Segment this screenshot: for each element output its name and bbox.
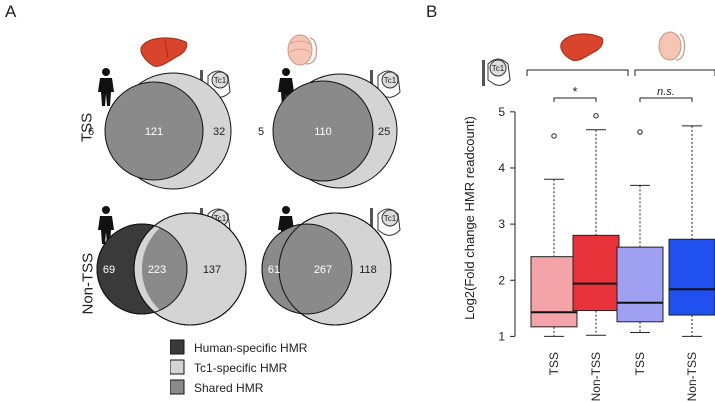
- box-1: [530, 133, 578, 337]
- legend-item-human: Human-specific HMR: [170, 339, 308, 355]
- box-3: [616, 129, 664, 333]
- y-axis: 1 2 3 4 5: [498, 105, 516, 343]
- svg-text:Shared HMR: Shared HMR: [194, 381, 264, 395]
- svg-text:Human-specific HMR: Human-specific HMR: [194, 341, 308, 355]
- box-plot: Tc1 * n.s. Log2(Fold change HMR readcoun…: [462, 31, 715, 401]
- svg-text:Tc1: Tc1: [492, 64, 505, 73]
- testis-icon: [287, 34, 317, 66]
- tc1-tag: Tc1: [384, 76, 397, 85]
- x-tick-label: Non-TSS: [589, 352, 603, 401]
- venn-tc1-count: 137: [203, 264, 221, 276]
- significance-star: *: [572, 84, 577, 99]
- venn-tc1-count: 32: [213, 126, 225, 138]
- bracket-testis: [634, 69, 715, 76]
- significance-liver: *: [553, 84, 597, 102]
- boxes: [530, 113, 715, 337]
- testis-icon: [658, 31, 686, 61]
- tc1-tag: Tc1: [384, 214, 397, 223]
- tc1-mouse-icon: Tc1: [370, 208, 401, 238]
- legend-item-shared: Shared HMR: [170, 379, 264, 395]
- venn-panel: Tc1 Tc1 Tc1 Tc1 6 121 32: [88, 34, 401, 326]
- venn-tc1-count: 118: [359, 264, 377, 276]
- tc1-mouse-icon: Tc1: [370, 70, 401, 100]
- y-tick-label: 5: [498, 105, 505, 119]
- y-tick-label: 4: [498, 161, 505, 175]
- box-4: [668, 125, 715, 337]
- y-tick-label: 1: [498, 329, 505, 343]
- y-axis-label: Log2(Fold change HMR readcount): [462, 116, 477, 320]
- box-iqr: [530, 256, 578, 328]
- y-tick-label: 3: [498, 217, 505, 231]
- significance-ns: n.s.: [657, 86, 675, 98]
- outlier-point: [637, 129, 643, 135]
- venn-nontss-testis: 61 267 118: [261, 212, 392, 326]
- box-iqr: [616, 246, 664, 323]
- venn-human-count: 5: [258, 126, 264, 138]
- svg-text:Tc1-specific HMR: Tc1-specific HMR: [194, 361, 288, 375]
- tc1-tag: Tc1: [214, 76, 227, 85]
- box-iqr: [668, 238, 715, 316]
- y-tick-label: 2: [498, 273, 505, 287]
- venn-human-count: 69: [103, 264, 115, 276]
- venn-nontss-liver: 69 223 137: [96, 212, 247, 326]
- bracket-liver: [526, 69, 629, 76]
- tc1-mouse-icon: Tc1: [482, 58, 511, 86]
- tc1-tag: Tc1: [214, 214, 227, 223]
- venn-shared-count: 223: [148, 264, 166, 276]
- panel-b-label: B: [426, 2, 438, 21]
- venn-tc1-count: 25: [378, 126, 390, 138]
- venn-tss-testis: 5 110 25: [258, 73, 398, 189]
- x-axis-labels: TSS Non-TSS TSS Non-TSS: [547, 352, 699, 401]
- liver-icon: [140, 37, 188, 67]
- venn-tss-liver: 6 121 32: [88, 72, 232, 190]
- significance-testis: n.s.: [639, 86, 693, 102]
- venn-shared-count: 267: [314, 264, 332, 276]
- box-iqr: [572, 234, 620, 312]
- outlier-point: [593, 113, 599, 119]
- panel-a-label: A: [5, 2, 17, 21]
- venn-shared-count: 121: [145, 126, 163, 138]
- venn-human-count: 61: [268, 264, 280, 276]
- human-silhouette-icon: [98, 68, 114, 106]
- legend: Human-specific HMR Tc1-specific HMR Shar…: [170, 339, 308, 395]
- venn-shared-count: 110: [314, 126, 332, 138]
- liver-icon: [560, 33, 604, 61]
- x-tick-label: TSS: [633, 352, 647, 375]
- x-tick-label: TSS: [547, 352, 561, 375]
- outlier-point: [551, 133, 557, 139]
- box-2: [572, 113, 620, 336]
- x-tick-label: Non-TSS: [685, 352, 699, 401]
- legend-item-tc1: Tc1-specific HMR: [170, 359, 288, 375]
- venn-human-count: 6: [88, 126, 94, 138]
